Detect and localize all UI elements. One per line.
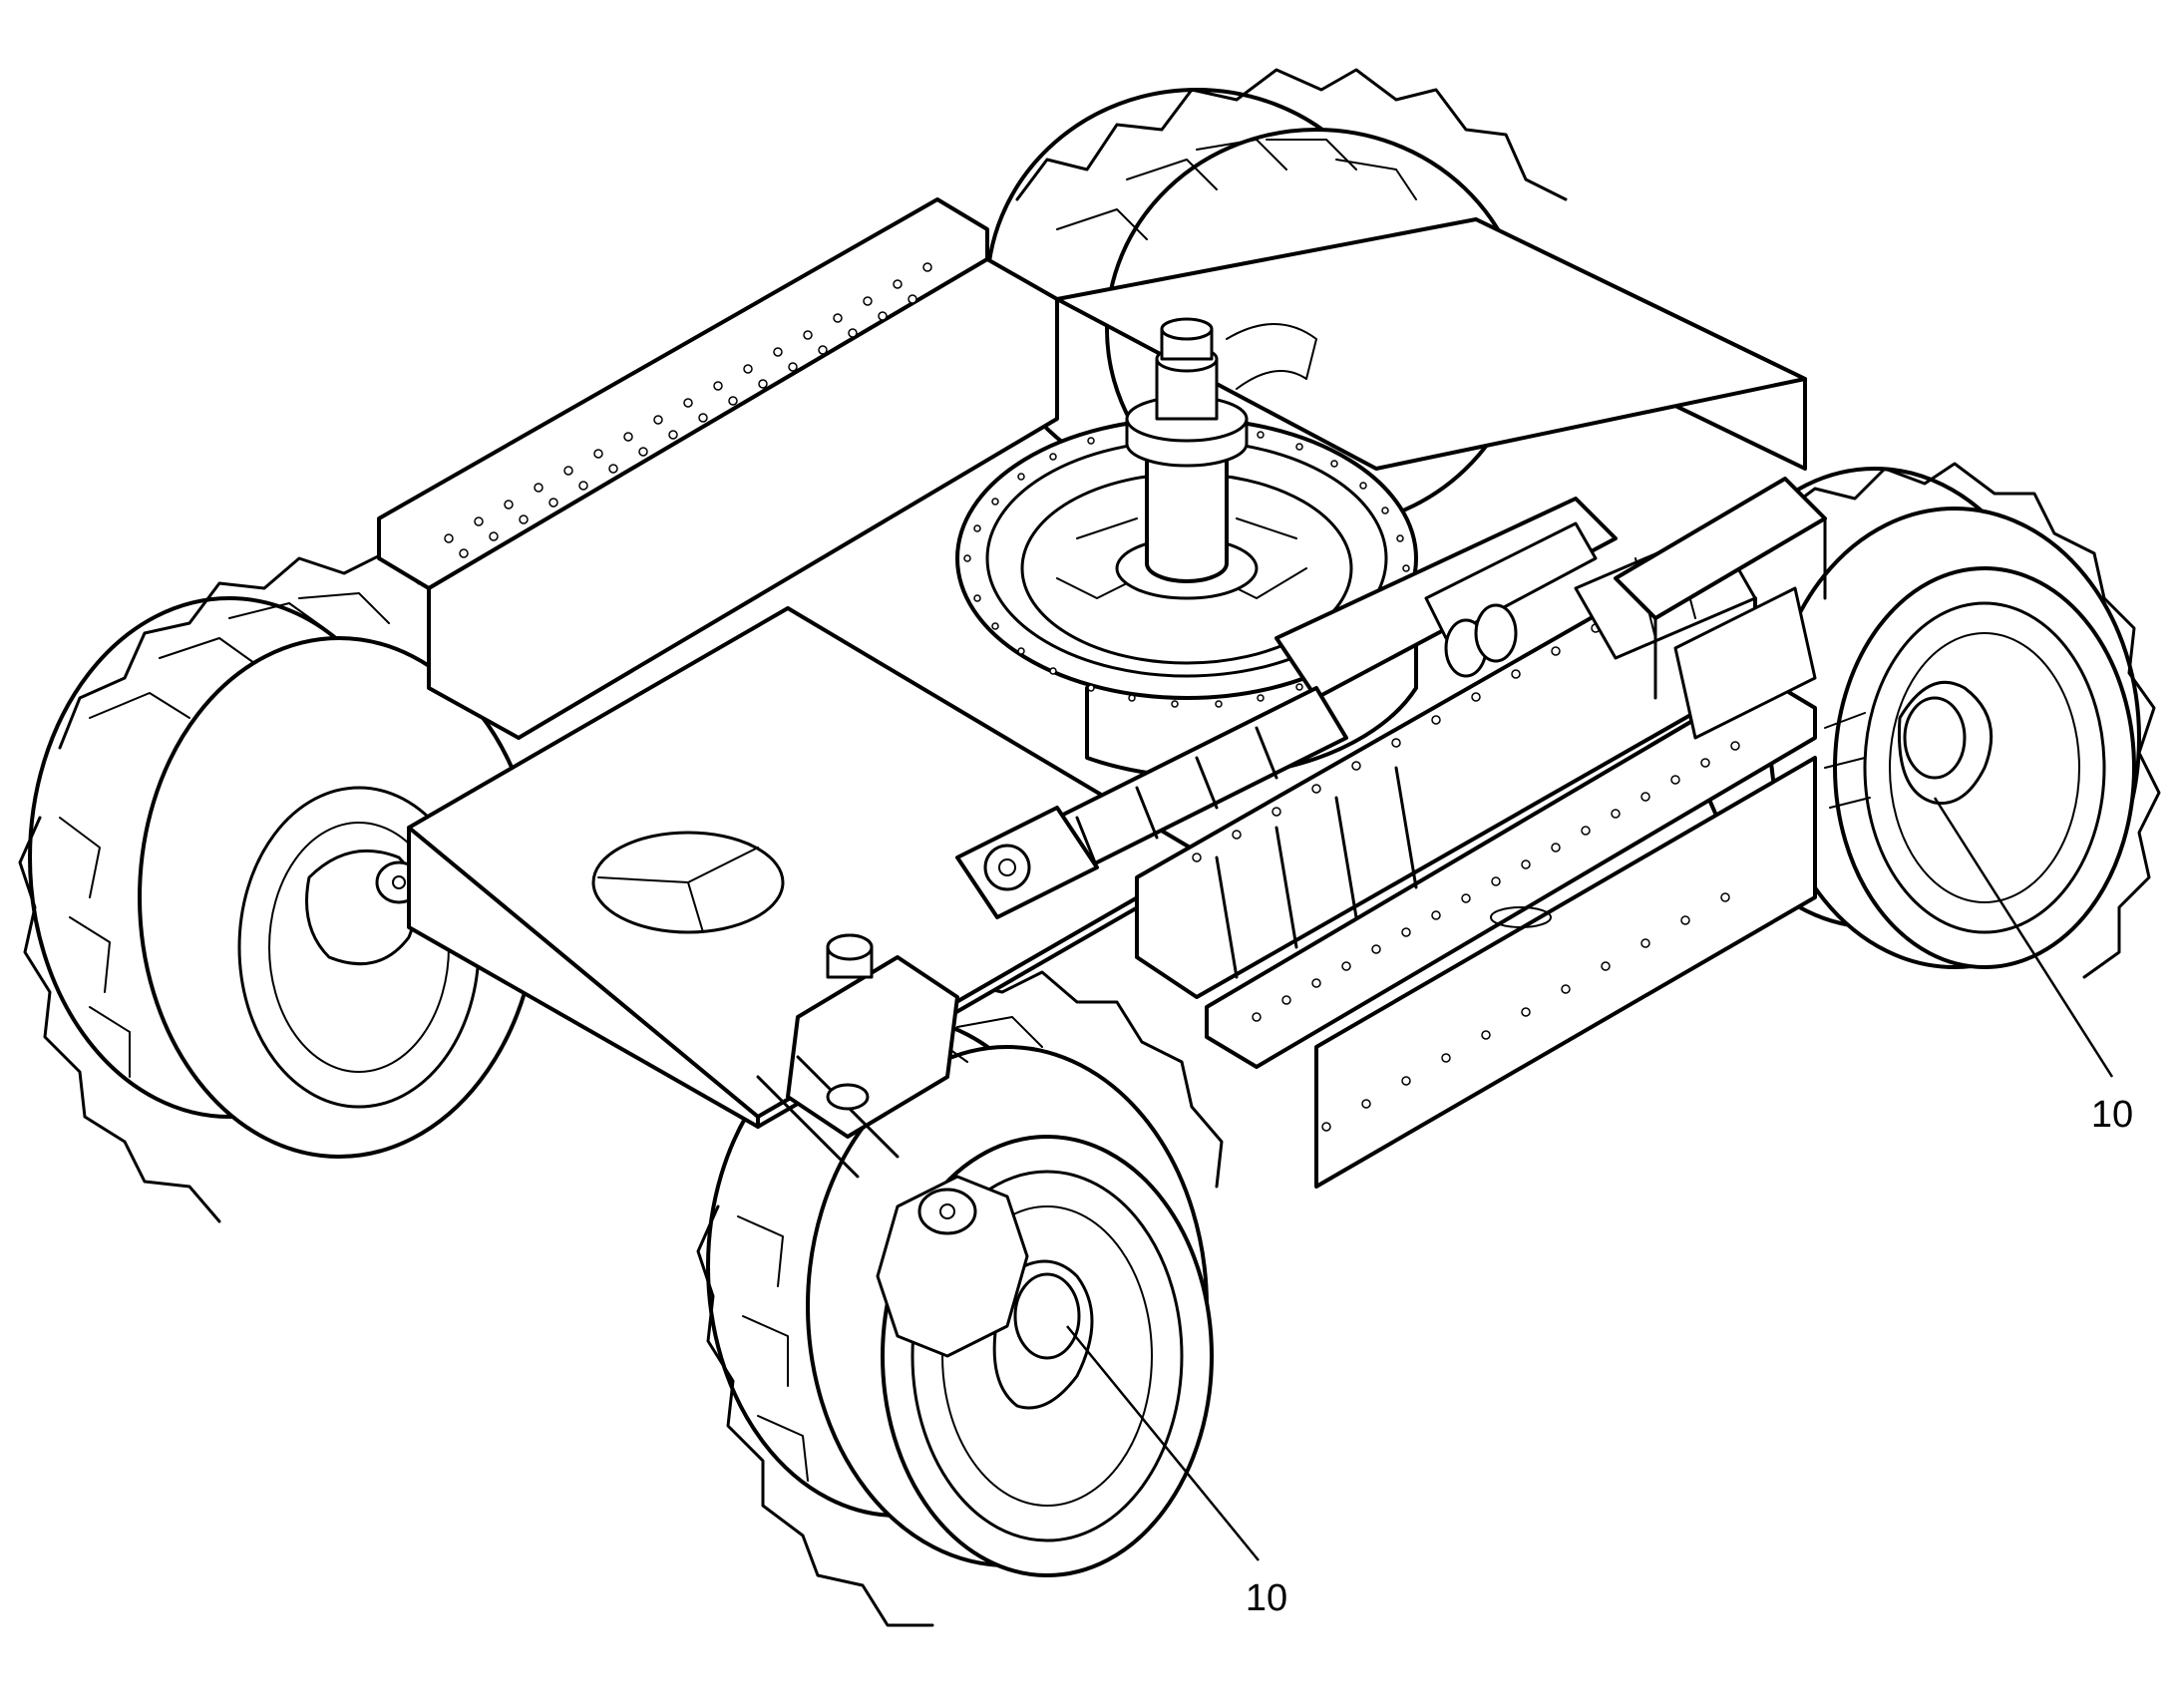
callout-rear-right-wheel: 10 [1933, 797, 2133, 1136]
front-right-wheels [696, 970, 1224, 1627]
callout-front-right-wheel: 10 [1066, 1325, 1287, 1619]
front-axle [756, 933, 959, 1179]
rotary-joint [1115, 317, 1317, 600]
callout-label: 10 [1246, 1577, 1287, 1619]
callout-label: 10 [2091, 1094, 2133, 1136]
chassis-frame [377, 197, 1817, 1189]
rear-axle [1614, 477, 1827, 740]
front-left-wheels [18, 551, 580, 1223]
step-perforations [444, 262, 1740, 1132]
